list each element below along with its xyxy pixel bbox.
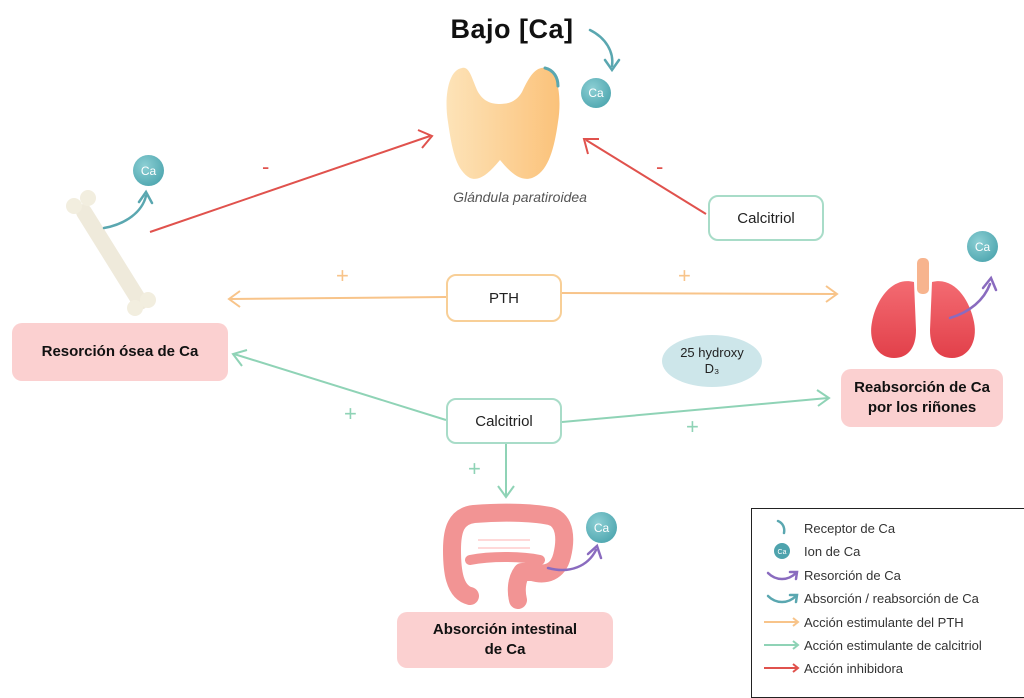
gland-label: Glándula paratiroidea xyxy=(453,189,587,205)
inhibit-sign: - xyxy=(262,154,270,179)
receptor-arrow xyxy=(588,28,614,68)
calcitriol-node-top: Calcitriol xyxy=(708,195,824,241)
calcitriol-arrow-bone xyxy=(231,349,447,421)
hydroxy-label: 25 hydroxy xyxy=(680,345,744,360)
calcitriol-node-center: Calcitriol xyxy=(446,398,562,444)
stimulate-sign: + xyxy=(678,263,691,288)
legend-item-pth: Acción estimulante del PTH xyxy=(752,612,1024,632)
bone-absorption-arrow xyxy=(102,194,148,230)
receptor-icon xyxy=(752,518,804,538)
red-line-icon xyxy=(752,658,804,678)
ca-ion-icon: Ca xyxy=(581,78,611,108)
outcome-kidney-reabsorption: Reabsorción de Ca por los riñones xyxy=(841,369,1003,427)
inhibit-sign: - xyxy=(656,154,664,179)
inhibit-arrow-calcitriol xyxy=(582,138,707,215)
legend-item-resorption: Resorción de Ca xyxy=(752,565,1024,585)
intestine-icon xyxy=(443,503,574,609)
ca-ion-icon: Ca xyxy=(133,155,164,186)
legend-item-ion: Ca Ion de Ca xyxy=(752,541,1024,561)
lungs-icon xyxy=(871,258,975,358)
legend-item-inhibitory: Acción inhibidora xyxy=(752,658,1024,678)
parathyroid-gland-icon xyxy=(446,66,560,179)
ca-ion-icon: Ca xyxy=(752,541,804,561)
pth-arrow-kidney xyxy=(561,285,839,303)
ca-ion-icon: Ca xyxy=(967,231,998,262)
legend-item-calcitriol: Acción estimulante de calcitriol xyxy=(752,635,1024,655)
stimulate-sign: + xyxy=(336,263,349,288)
calcitriol-arrow-kidney xyxy=(561,389,831,423)
calcitriol-arrow-intestine xyxy=(497,444,515,499)
teal-arrow-icon xyxy=(752,588,804,608)
outcome-intestinal-absorption: Absorción intestinal de Ca xyxy=(397,612,613,668)
intestine-resorption-arrow xyxy=(546,548,598,572)
pth-arrow-bone xyxy=(227,290,447,308)
pth-node: PTH xyxy=(446,274,562,322)
bone-icon xyxy=(66,190,156,316)
outcome-bone-resorption: Resorción ósea de Ca xyxy=(12,323,228,381)
legend-item-absorption: Absorción / reabsorción de Ca xyxy=(752,588,1024,608)
stimulate-sign: + xyxy=(344,401,357,426)
page-title: Bajo [Ca] xyxy=(450,14,574,44)
ca-ion-icon: Ca xyxy=(586,512,617,543)
stimulate-sign: + xyxy=(468,456,481,481)
hydroxy-sub-label: D₃ xyxy=(704,361,720,376)
inhibit-arrow-bone xyxy=(149,129,434,233)
orange-line-icon xyxy=(752,612,804,632)
legend-panel: Receptor de Ca Ca Ion de Ca Resorción de… xyxy=(751,508,1024,698)
legend-item-receptor: Receptor de Ca xyxy=(752,518,1024,538)
stimulate-sign: + xyxy=(686,414,699,439)
purple-arrow-icon xyxy=(752,565,804,585)
green-line-icon xyxy=(752,635,804,655)
kidney-resorption-arrow xyxy=(948,282,992,320)
legend-ion-label: Ca xyxy=(778,549,787,556)
hydroxy-d3-node: 25 hydroxy D₃ xyxy=(662,335,762,387)
